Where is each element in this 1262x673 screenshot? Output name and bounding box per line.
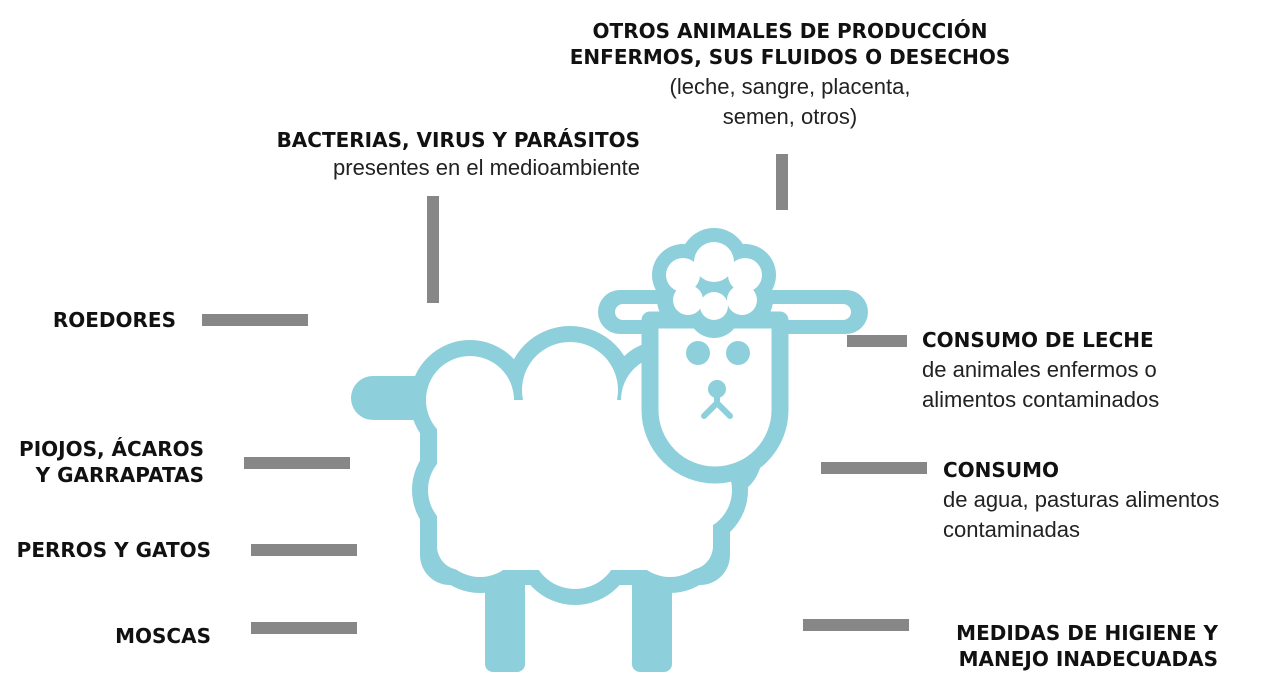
label-otros-animales: OTROS ANIMALES DE PRODUCCIÓN ENFERMOS, S… <box>530 18 1050 132</box>
label-consumo-desc-2: contaminadas <box>943 517 1080 542</box>
label-medidas: MEDIDAS DE HIGIENE Y MANEJO INADECUADAS <box>900 620 1218 672</box>
sheep-left-eye <box>686 341 710 365</box>
label-consumo-title: CONSUMO <box>943 458 1059 482</box>
connector-medidas <box>803 619 909 631</box>
label-otros-animales-desc-1: (leche, sangre, placenta, <box>669 74 911 99</box>
connector-consumo <box>821 462 927 474</box>
connector-piojos <box>244 457 350 469</box>
label-roedores-title: ROEDORES <box>52 308 176 332</box>
label-medidas-title-1: MEDIDAS DE HIGIENE Y <box>956 621 1218 645</box>
label-roedores: ROEDORES <box>0 307 176 333</box>
label-moscas-title: MOSCAS <box>115 624 211 648</box>
label-otros-animales-title-1: OTROS ANIMALES DE PRODUCCIÓN <box>592 19 988 43</box>
sheep-head <box>598 228 868 484</box>
label-otros-animales-title-2: ENFERMOS, SUS FLUIDOS O DESECHOS <box>569 45 1011 69</box>
label-bacterias-desc: presentes en el medioambiente <box>333 155 640 180</box>
label-perros-title: PERROS Y GATOS <box>16 538 211 562</box>
connector-consumo-leche <box>847 335 907 347</box>
label-perros: PERROS Y GATOS <box>0 537 211 563</box>
label-piojos-title-1: PIOJOS, ÁCAROS <box>19 437 204 461</box>
label-otros-animales-desc-2: semen, otros) <box>722 104 858 129</box>
label-consumo: CONSUMO de agua, pasturas alimentos cont… <box>943 457 1219 545</box>
label-piojos-title-2: Y GARRAPATAS <box>35 463 204 487</box>
label-consumo-leche-title: CONSUMO DE LECHE <box>922 328 1154 352</box>
label-consumo-desc-1: de agua, pasturas alimentos <box>943 487 1220 512</box>
label-moscas: MOSCAS <box>0 623 211 649</box>
label-bacterias: BACTERIAS, VIRUS Y PARÁSITOS presentes e… <box>220 127 640 183</box>
connector-otros-animales <box>776 154 788 210</box>
connector-moscas <box>251 622 357 634</box>
connector-perros <box>251 544 357 556</box>
label-consumo-leche: CONSUMO DE LECHE de animales enfermos o … <box>922 327 1159 415</box>
connector-bacterias <box>427 196 439 303</box>
sheep-body <box>410 326 762 605</box>
label-consumo-leche-desc-1: de animales enfermos o <box>922 357 1157 382</box>
label-bacterias-title: BACTERIAS, VIRUS Y PARÁSITOS <box>276 128 640 152</box>
connector-roedores <box>202 314 308 326</box>
sheep-right-eye <box>726 341 750 365</box>
label-consumo-leche-desc-2: alimentos contaminados <box>922 387 1160 412</box>
label-piojos: PIOJOS, ÁCAROS Y GARRAPATAS <box>0 436 204 488</box>
label-medidas-title-2: MANEJO INADECUADAS <box>958 647 1218 671</box>
